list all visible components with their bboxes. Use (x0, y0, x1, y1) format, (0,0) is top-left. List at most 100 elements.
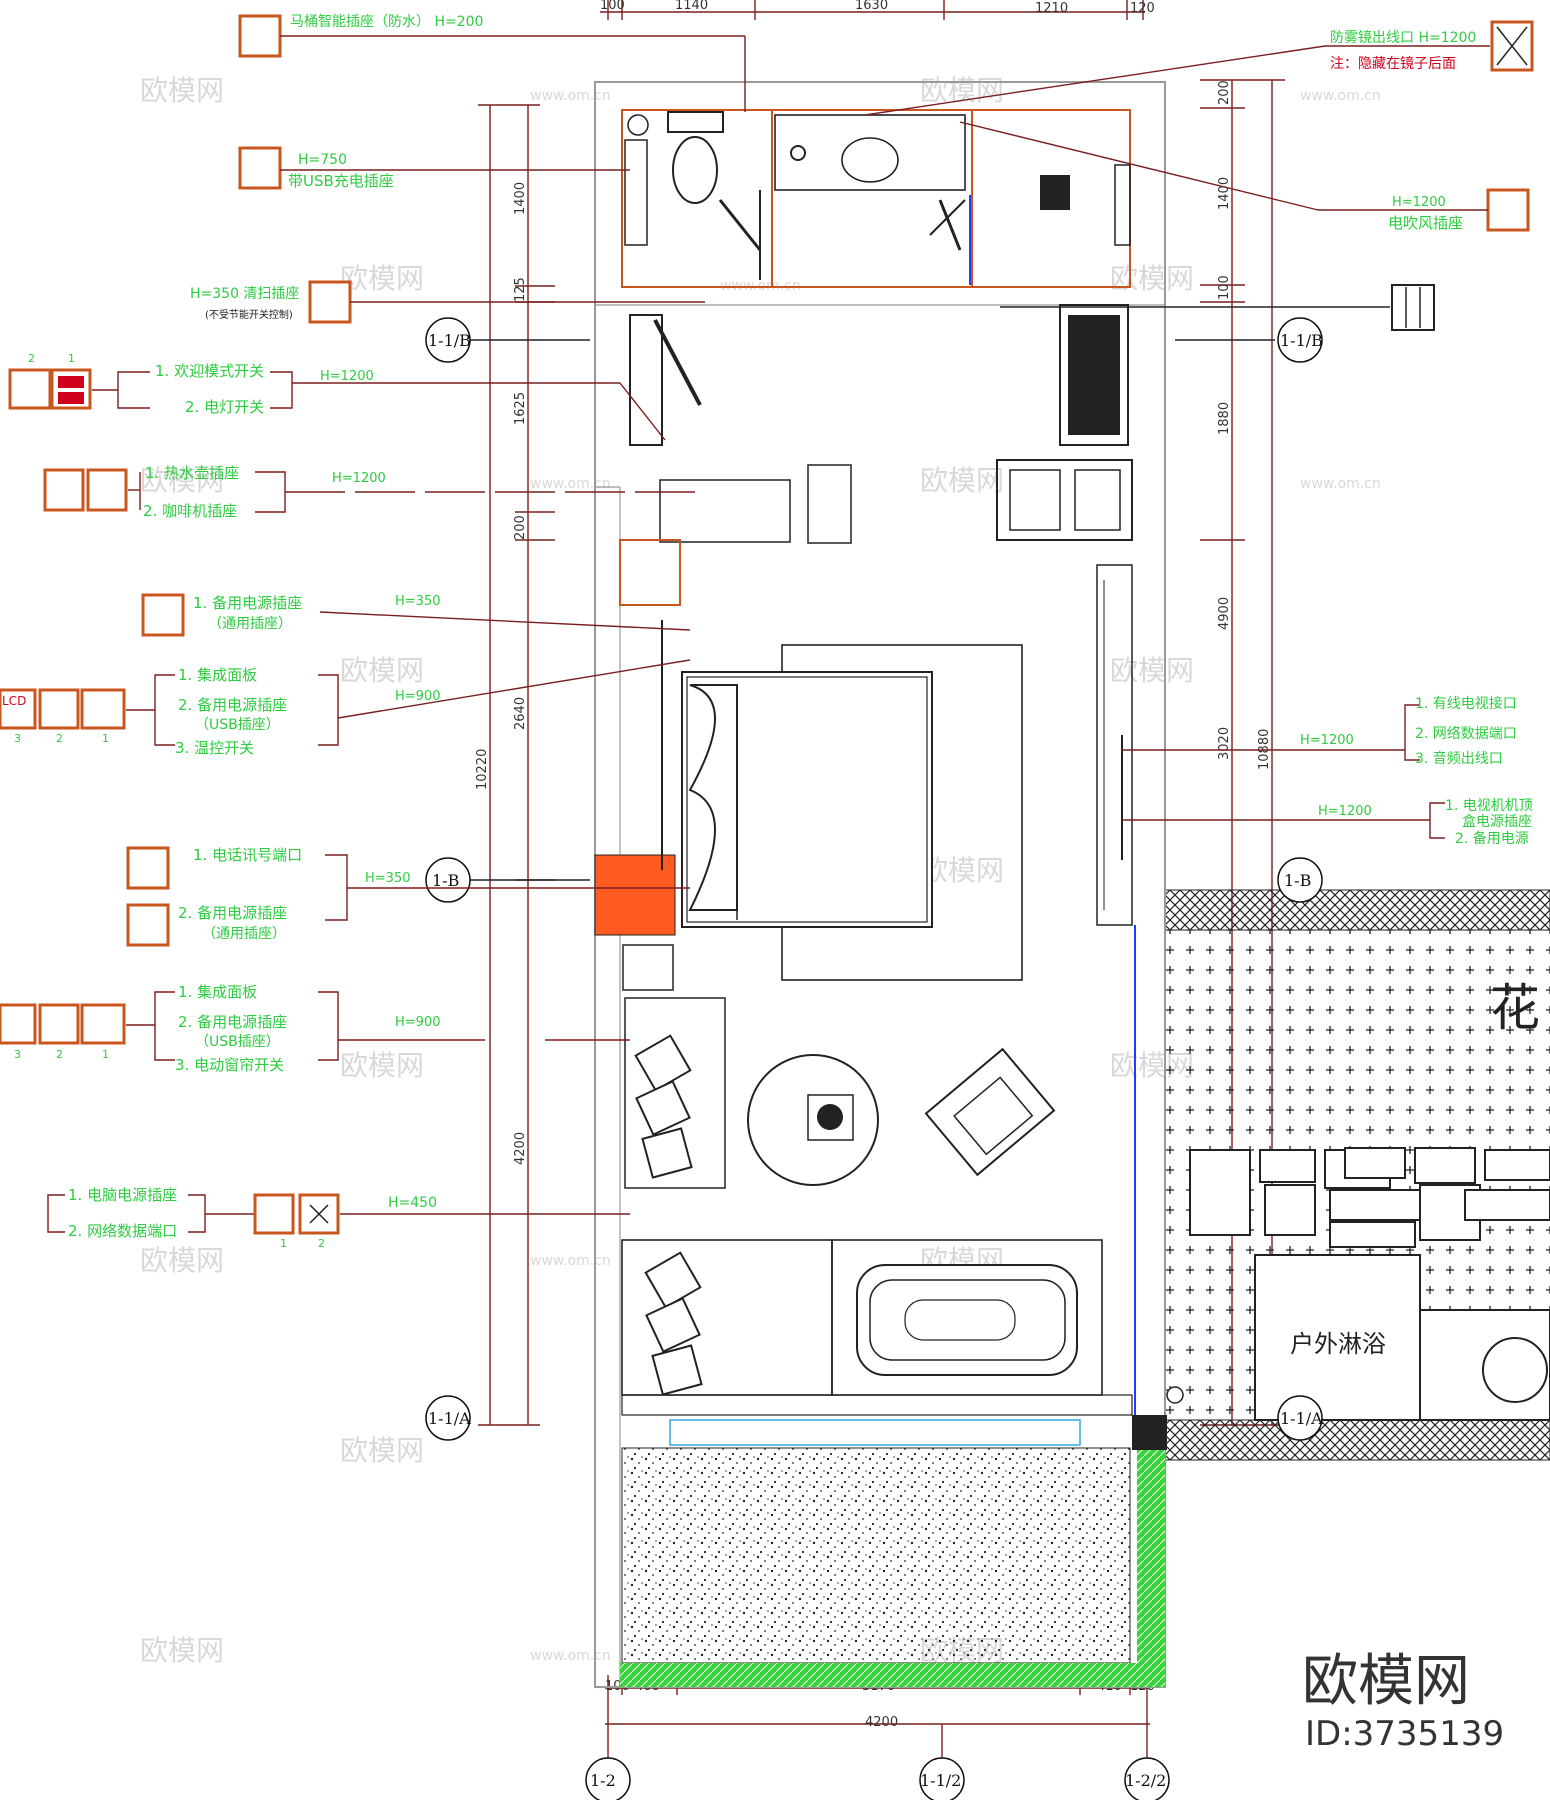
callout-vent (1000, 284, 1435, 331)
left-dimensions: 1400 125 1625 200 2640 4200 10220 (475, 104, 555, 1426)
callout-usb-socket: H=750 带USB充电插座 (238, 146, 630, 190)
watermark: 欧模网 (920, 464, 1004, 497)
axis-label: 1-1/B (428, 331, 471, 350)
dim-top: 100 (600, 0, 625, 13)
bed2-item2b: （USB插座） (195, 1034, 280, 1050)
dim-top: 120 (1130, 1, 1155, 16)
garden-label: 花 (1490, 979, 1540, 1037)
lcd-panel-icon (0, 688, 37, 730)
dryer-height: H=1200 (1392, 195, 1446, 210)
dim-bottom-total: 4200 (865, 1715, 898, 1730)
axis-label: 1-1/B (1280, 331, 1323, 350)
tv-item1: 1. 有线电视接口 (1415, 695, 1517, 712)
socket-icon (38, 688, 80, 730)
dim-left: 200 (513, 515, 528, 540)
panel-num: 2 (56, 1048, 63, 1061)
coffee-table-icon (747, 1054, 879, 1186)
axis-label: 1-2/2 (1125, 1771, 1166, 1790)
bathroom (621, 109, 1131, 288)
dim-left: 1400 (513, 182, 528, 215)
spare1-height: H=350 (395, 594, 440, 609)
axis-label: 1-2 (590, 1771, 616, 1790)
sink-icon (841, 137, 899, 183)
axis-bubble (425, 857, 471, 903)
panel-num: 1 (102, 1048, 109, 1061)
tv-height: H=1200 (1300, 733, 1354, 748)
kettle-height: H=1200 (332, 471, 386, 486)
axis-bubble (1277, 857, 1323, 903)
vent-icon (1391, 284, 1435, 331)
dim-top: 1210 (1035, 1, 1068, 16)
dim-top: 1140 (675, 0, 708, 13)
bed-item3: 3. 温控开关 (175, 739, 254, 757)
entry-item2: 2. 电灯开关 (185, 398, 264, 416)
armchair-icon (924, 1047, 1056, 1177)
socket-icon (308, 280, 352, 324)
axis-bubble (919, 1757, 965, 1800)
watermark-url: www.om.cn (530, 476, 611, 492)
dim-top: 1630 (855, 0, 888, 13)
callout-tv-ports: 1. 有线电视接口 2. 网络数据端口 3. 音频出线口 H=1200 (1122, 695, 1517, 767)
usb-label: 带USB充电插座 (288, 172, 394, 190)
callout-bed-panel-2: 3 2 1 1. 集成面板 2. 备用电源插座 （USB插座） 3. 电动窗帘开… (0, 983, 630, 1074)
tv-cabinet-icon (1096, 564, 1133, 926)
callout-tv-power: 1. 电视机机顶 盒电源插座 2. 备用电源 H=1200 (1122, 798, 1533, 847)
dim-right: 1880 (1217, 402, 1232, 435)
axis-bubble (1124, 1757, 1170, 1800)
callout-spare-socket: 1. 备用电源插座 （通用插座） H=350 (141, 593, 691, 637)
axis-markers: 1-1/B 1-B 1-1/A 1-1/B 1-B 1-1/A 1-2 1-1/… (425, 317, 1323, 1800)
tree-icon (1482, 1337, 1548, 1403)
lcd-label: LCD (2, 694, 26, 708)
watermark: 欧模网 (340, 262, 424, 295)
usb-socket-icon (80, 688, 126, 730)
socket-icon (126, 903, 170, 947)
switch-num: 2 (28, 352, 35, 365)
desk-item1: 1. 电脑电源插座 (68, 1186, 177, 1204)
dim-right: 200 (1217, 80, 1232, 105)
spare1-item1: 1. 备用电源插座 (193, 594, 302, 612)
socket-icon (253, 1193, 295, 1235)
pillows-icon (688, 684, 738, 911)
toilet-socket-label: 马桶智能插座（防水） H=200 (290, 14, 483, 30)
bed2-item2: 2. 备用电源插座 (178, 1013, 287, 1031)
panel-num: 3 (14, 1048, 21, 1061)
watermark: 欧模网 (340, 1049, 424, 1082)
watermark: 欧模网 (920, 854, 1004, 887)
cleaning-label: H=350 清扫插座 (190, 286, 299, 302)
bed2-item3: 3. 电动窗帘开关 (175, 1056, 284, 1074)
watermark: 欧模网 (340, 654, 424, 687)
watermark: 欧模网 (140, 464, 224, 497)
callout-phone-port: 1. 电话讯号端口 2. 备用电源插座 （通用插座） H=350 (126, 846, 690, 947)
axis-label: 1-1/A (428, 1409, 471, 1428)
watermark-url: www.om.cn (530, 88, 611, 104)
panel-num: 1 (102, 732, 109, 745)
switch-num: 1 (68, 352, 75, 365)
bath-area (620, 1239, 1167, 1687)
cleaning-note: (不受节能开关控制) (205, 308, 293, 321)
callout-dryer-socket: H=1200 电吹风插座 (959, 121, 1530, 232)
bed2-item1: 1. 集成面板 (178, 983, 257, 1001)
shower-drain-icon (1040, 175, 1070, 210)
axis-label: 1-1/A (1280, 1409, 1323, 1428)
axis-label: 1-B (1284, 871, 1311, 890)
usb-height: H=750 (298, 152, 347, 168)
phone-height: H=350 (365, 871, 410, 886)
brand-logo-text: 欧模网 (1302, 1649, 1470, 1714)
tv-item2: 2. 网络数据端口 (1415, 726, 1517, 742)
panel-num: 3 (14, 732, 21, 745)
dim-right: 3020 (1217, 727, 1232, 760)
dim-right: 1400 (1217, 177, 1232, 210)
callout-cleaning-socket: H=350 清扫插座 (不受节能开关控制) (190, 280, 705, 324)
bed-item2b: （USB插座） (195, 717, 280, 733)
spare1-item1b: （通用插座） (208, 616, 292, 632)
watermark: 欧模网 (140, 74, 224, 107)
bed2-height: H=900 (395, 1015, 440, 1030)
socket-icon (86, 468, 128, 512)
toilet-icon (672, 136, 718, 204)
watermark: 欧模网 (340, 1434, 424, 1467)
kettle-item2: 2. 咖啡机插座 (143, 502, 237, 520)
axis-bubble (585, 1757, 631, 1800)
phone-port-icon (126, 846, 170, 890)
tv-item3: 3. 音频出线口 (1415, 750, 1503, 767)
